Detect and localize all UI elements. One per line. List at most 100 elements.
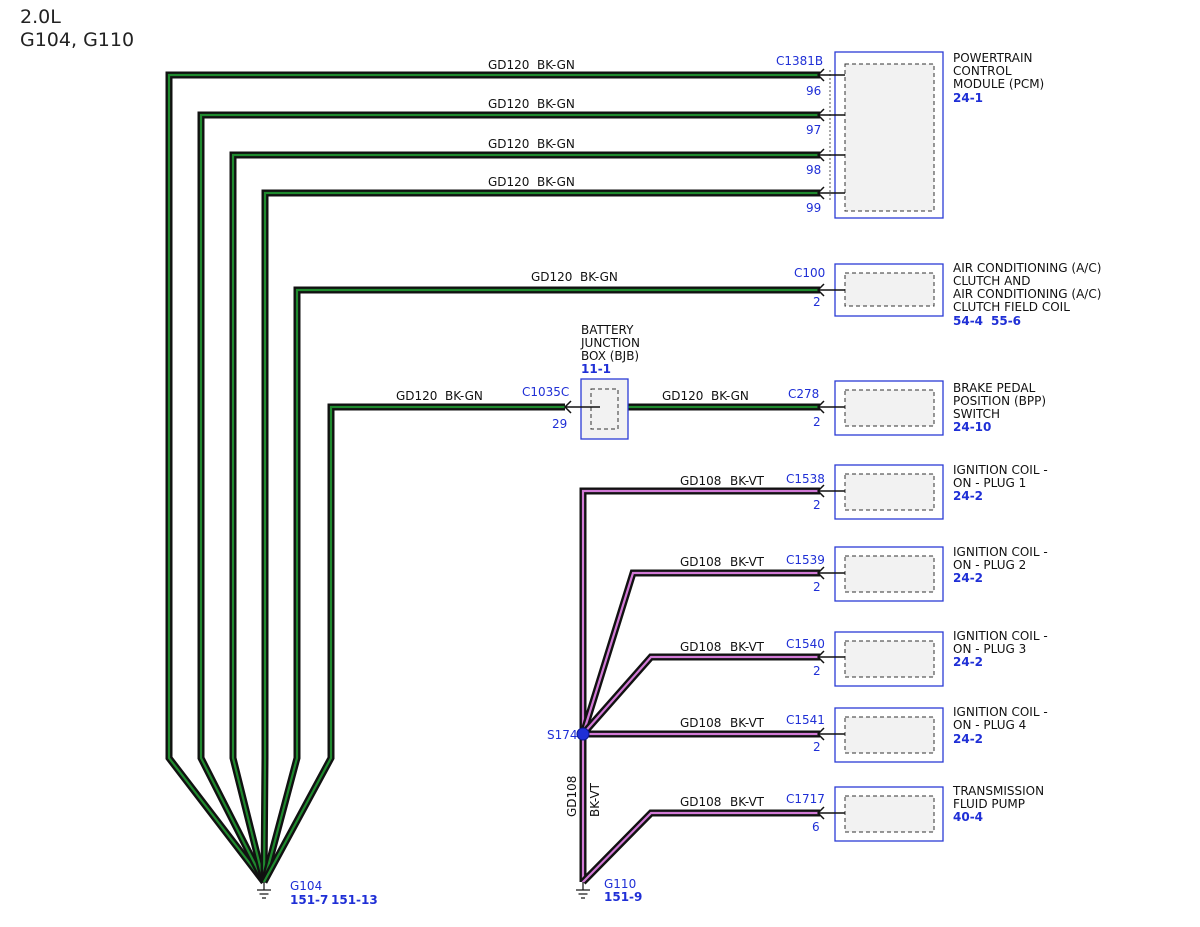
tfp-pin-arrow	[816, 806, 845, 820]
bjb-page-ref: 11-1	[581, 362, 611, 376]
pcm-name-line: MODULE (PCM)	[953, 77, 1044, 91]
wire-gd108-tfp[interactable]	[580, 809, 820, 885]
coil1-pin-arrow	[816, 484, 845, 498]
wire-circuit-label: GD120	[488, 137, 529, 151]
pcm-pin-arrows	[816, 68, 845, 200]
coil4-pin-arrow	[816, 727, 845, 741]
bjb-pin: 29	[552, 417, 567, 431]
ground-g104-page-ref: 151-13	[331, 893, 378, 907]
coil3-pin-arrow	[816, 650, 845, 664]
wire-color-label: BK-GN	[537, 137, 575, 151]
bpp-connector-label: C278	[788, 387, 819, 401]
wire-color-label: BK-GN	[537, 58, 575, 72]
wire-circuit-label: GD120	[662, 389, 703, 403]
ac-connector-label: C100	[794, 266, 825, 280]
ac-clutch-component[interactable]: C100 2 AIR CONDITIONING (A/C) CLUTCH AND…	[794, 261, 1101, 328]
coil2-name-line: ON - PLUG 2	[953, 558, 1026, 572]
wire-gd120-pcm-97[interactable]	[197, 111, 820, 884]
bpp-name-line: BRAKE PEDAL	[953, 381, 1036, 395]
ac-name-line: CLUTCH AND	[953, 274, 1031, 288]
ac-name-line: AIR CONDITIONING (A/C)	[953, 287, 1101, 301]
ground-g110[interactable]: G110 151-9	[576, 877, 642, 904]
wire-color-label: BK-VT	[730, 474, 765, 488]
pcm-component[interactable]: C1381B 96 97 98 99 POWERTRAIN CONTROL MO…	[776, 51, 1044, 219]
wire-circuit-label: GD108	[680, 716, 721, 730]
splice-s174[interactable]: S174	[547, 727, 590, 742]
ac-page-ref: 55-6	[991, 314, 1021, 328]
coil2-connector-label: C1539	[786, 553, 825, 567]
bjb-component[interactable]: C1035C 29 BATTERY JUNCTION BOX (BJB) 11-…	[522, 323, 640, 440]
coil2-page-ref: 24-2	[953, 571, 983, 585]
coil4-connector-label: C1541	[786, 713, 825, 727]
bpp-pin: 2	[813, 415, 821, 429]
coil4-page-ref: 24-2	[953, 732, 983, 746]
ground-g104[interactable]: G104 151-7 151-13	[257, 879, 378, 907]
wire-color-label: BK-VT	[588, 782, 602, 817]
pcm-pin-99: 99	[806, 201, 821, 215]
transmission-fluid-pump-component[interactable]: C1717 6 TRANSMISSION FLUID PUMP 40-4	[786, 784, 1044, 842]
tfp-page-ref: 40-4	[953, 810, 983, 824]
ac-name-line: CLUTCH FIELD COIL	[953, 300, 1070, 314]
coil4-name-line: IGNITION COIL -	[953, 705, 1048, 719]
wire-gd120-pcm-98[interactable]	[229, 151, 820, 883]
wire-color-label: BK-GN	[537, 97, 575, 111]
pcm-page-ref: 24-1	[953, 91, 983, 105]
coil2-pin-arrow	[816, 566, 845, 580]
bjb-name-line: JUNCTION	[580, 336, 640, 350]
wire-circuit-label: GD120	[396, 389, 437, 403]
wire-circuit-label: GD108	[680, 640, 721, 654]
coil2-name-line: IGNITION COIL -	[953, 545, 1048, 559]
wire-gd120-pcm-96[interactable]	[165, 71, 820, 885]
coil2-pin: 2	[813, 580, 821, 594]
wire-circuit-label: GD120	[488, 97, 529, 111]
coil1-page-ref: 24-2	[953, 489, 983, 503]
wire-color-label: BK-GN	[711, 389, 749, 403]
wire-color-label: BK-VT	[730, 795, 765, 809]
ignition-coil-2-component[interactable]: C1539 2 IGNITION COIL - ON - PLUG 2 24-2	[786, 545, 1048, 602]
ignition-coil-1-component[interactable]: C1538 2 IGNITION COIL - ON - PLUG 1 24-2	[786, 463, 1048, 520]
wire-circuit-label: GD108	[565, 776, 579, 817]
wire-circuit-label: GD108	[680, 474, 721, 488]
bpp-switch-component[interactable]: C278 2 BRAKE PEDAL POSITION (BPP) SWITCH…	[788, 380, 1046, 436]
engine-label: 2.0L	[20, 6, 61, 28]
tfp-pin: 6	[812, 820, 820, 834]
coil3-pin: 2	[813, 664, 821, 678]
wire-color-label: BK-GN	[445, 389, 483, 403]
ground-g104-label: G104	[290, 879, 322, 893]
coil1-name-line: ON - PLUG 1	[953, 476, 1026, 490]
coil1-name-line: IGNITION COIL -	[953, 463, 1048, 477]
wire-circuit-label: GD120	[488, 58, 529, 72]
wire-gd108-coil2[interactable]	[579, 569, 820, 736]
coil3-page-ref: 24-2	[953, 655, 983, 669]
wire-circuit-label: GD120	[531, 270, 572, 284]
ignition-coil-3-component[interactable]: C1540 2 IGNITION COIL - ON - PLUG 3 24-2	[786, 629, 1048, 687]
bpp-pin-arrow	[816, 400, 845, 414]
coil1-pin: 2	[813, 498, 821, 512]
ground-g110-page-ref: 151-9	[604, 890, 642, 904]
bjb-pin-arrow	[563, 400, 600, 414]
pcm-connector-label: C1381B	[776, 54, 823, 68]
pcm-pin-98: 98	[806, 163, 821, 177]
pcm-pin-96: 96	[806, 84, 821, 98]
wire-color-label: BK-GN	[537, 175, 575, 189]
ignition-coil-4-component[interactable]: C1541 2 IGNITION COIL - ON - PLUG 4 24-2	[786, 705, 1048, 763]
wire-gd120-pcm-99[interactable]	[260, 189, 820, 883]
ac-pin: 2	[813, 295, 821, 309]
bjb-name-line: BOX (BJB)	[581, 349, 639, 363]
ac-page-ref: 54-4	[953, 314, 983, 328]
wire-labels: GD120 BK-GN GD120 BK-GN GD120 BK-GN GD12…	[396, 58, 765, 817]
ground-g104-page-ref: 151-7	[290, 893, 328, 907]
wire-gd120-bjb[interactable]	[260, 403, 565, 884]
tfp-connector-label: C1717	[786, 792, 825, 806]
bpp-name-line: SWITCH	[953, 407, 1000, 421]
bjb-name-line: BATTERY	[581, 323, 634, 337]
ac-name-line: AIR CONDITIONING (A/C)	[953, 261, 1101, 275]
ground-list-label: G104, G110	[20, 29, 135, 51]
wire-gd108-coil3[interactable]	[580, 653, 820, 737]
wire-gd108-coil1[interactable]	[579, 487, 820, 734]
wire-gd120-ac[interactable]	[260, 286, 820, 883]
bpp-page-ref: 24-10	[953, 420, 991, 434]
bpp-name-line: POSITION (BPP)	[953, 394, 1046, 408]
coil3-name-line: IGNITION COIL -	[953, 629, 1048, 643]
wire-circuit-label: GD108	[680, 795, 721, 809]
